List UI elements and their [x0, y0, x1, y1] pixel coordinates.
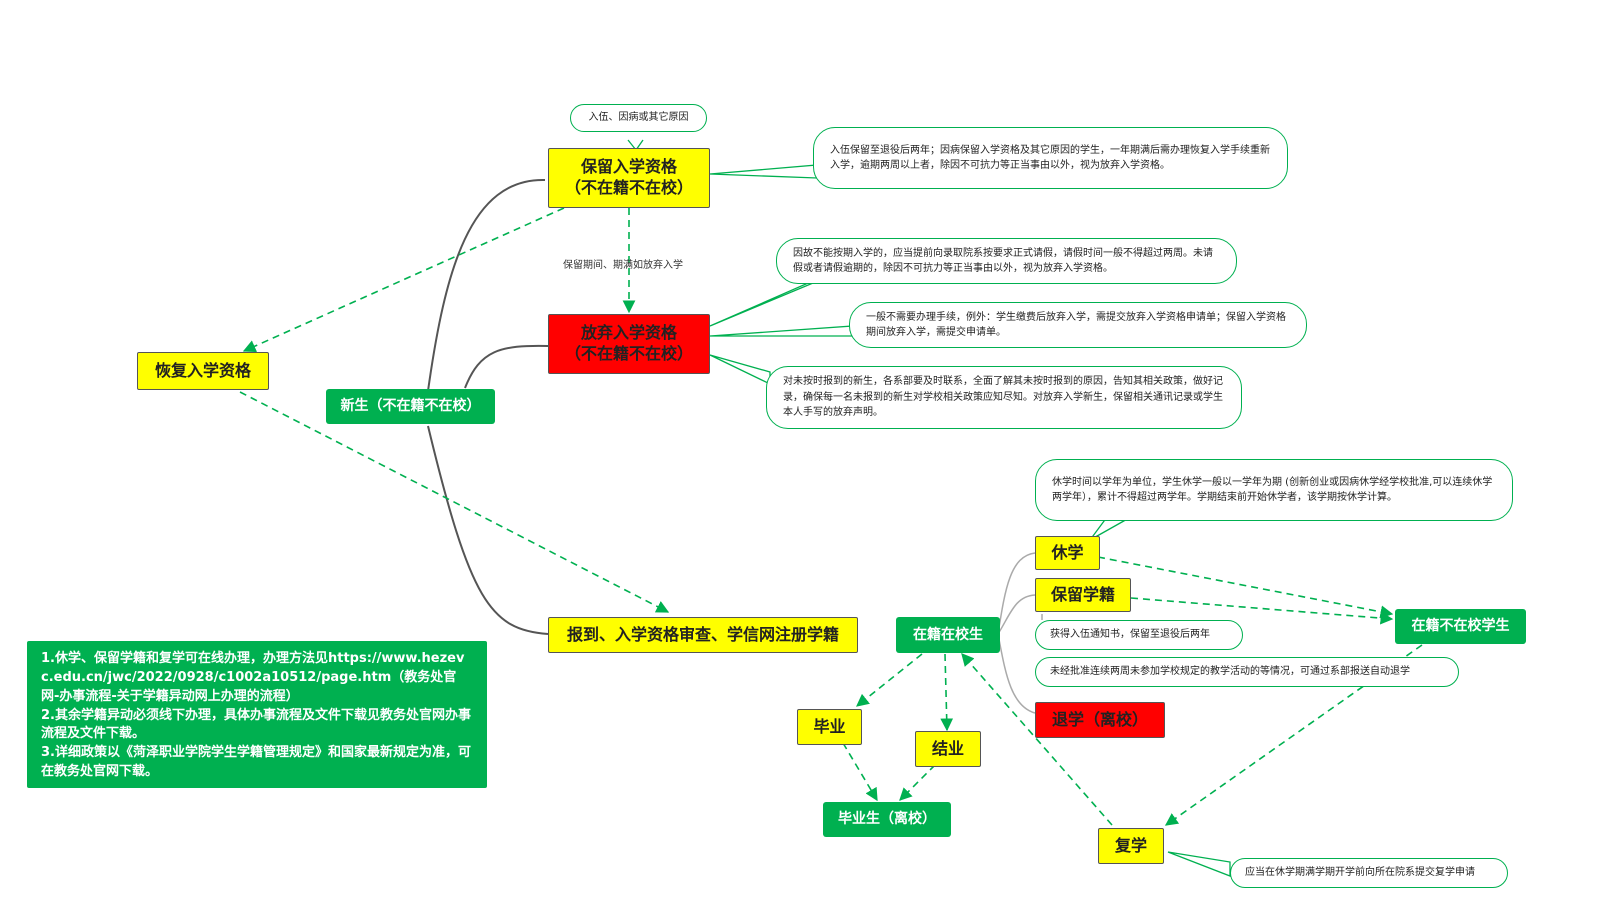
node-freshman[interactable]: 新生（不在籍不在校）	[326, 389, 495, 424]
node-register[interactable]: 报到、入学资格审查、学信网注册学籍	[548, 617, 858, 653]
pointer-no-show	[709, 354, 771, 386]
node-withdraw[interactable]: 退学（离校）	[1035, 702, 1165, 738]
node-keep-status[interactable]: 保留学籍	[1035, 578, 1131, 612]
callout-reserve-rule: 入伍保留至退役后两年；因病保留入学资格及其它原因的学生，一年期满后需办理恢复入学…	[813, 127, 1288, 189]
note-line-2: 2.其余学籍异动必须线下办理，具体办事流程及文件下载见教务处官网办事流程及文件下…	[41, 707, 471, 742]
arrow-enrolled-to-graduate	[856, 653, 923, 707]
branch-to-suspend	[997, 552, 1036, 635]
arrow-complete-to-alumni	[899, 764, 936, 801]
arrow-enrolled-to-complete	[940, 653, 954, 732]
callout-army-notice: 获得入伍通知书，保留至退役后两年	[1035, 620, 1243, 650]
node-graduate[interactable]: 毕业	[797, 709, 862, 745]
branch-to-register	[427, 425, 549, 635]
callout-no-show-rule: 对未按时报到的新生，各系部要及时联系，全面了解其未按时报到的原因，告知其相关政策…	[766, 366, 1242, 429]
node-resume[interactable]: 复学	[1098, 828, 1164, 864]
node-alumni[interactable]: 毕业生（离校）	[823, 802, 951, 837]
callout-leave-rule: 因故不能按期入学的，应当提前向录取院系按要求正式请假，请假时间一般不得超过两周。…	[776, 238, 1237, 284]
arrow-resume-to-enrolled	[961, 653, 1113, 826]
arrow-reserve-to-restore	[242, 207, 565, 353]
label-expire-abandon: 保留期间、期满如放弃入学	[563, 260, 683, 271]
node-abandon-admission[interactable]: 放弃入学资格 （不在籍不在校）	[548, 314, 710, 374]
callout-auto-withdraw: 未经批准连续两周未参加学校规定的教学活动的等情况，可通过系部报送自动退学	[1035, 657, 1459, 687]
node-suspend[interactable]: 休学	[1035, 536, 1100, 570]
node-restore-admission[interactable]: 恢复入学资格	[137, 352, 269, 390]
node-enrolled-student[interactable]: 在籍在校生	[896, 617, 1000, 653]
node-not-at-school[interactable]: 在籍不在校学生	[1395, 609, 1526, 644]
node-reserve-admission[interactable]: 保留入学资格 （不在籍不在校）	[548, 148, 710, 208]
note-line-3: 3.详细政策以《菏泽职业学院学生学籍管理规定》和国家最新规定为准，可在教务处官网…	[41, 745, 471, 780]
callout-suspend-rule: 休学时间以学年为单位，学生休学一般以一学年为期 (创新创业或因病休学经学校批准,…	[1035, 459, 1513, 521]
callout-resume-rule: 应当在休学期满学期开学前向所在院系提交复学申请	[1230, 858, 1508, 888]
node-complete[interactable]: 结业	[915, 731, 981, 767]
callout-abandon-procedure: 一般不需要办理手续，例外：学生缴费后放弃入学，需提交放弃入学资格申请单；保留入学…	[849, 302, 1307, 348]
pointer-leave-rule	[709, 277, 826, 327]
pointer-resume	[1167, 851, 1231, 877]
arrow-graduate-to-alumni	[842, 742, 878, 802]
policy-notes: 1.休学、保留学籍和复学可在线办理，办理方法见https://www.hezev…	[27, 641, 487, 788]
pointer-abandon-proc	[709, 325, 854, 337]
pointer-reserve-rule	[709, 164, 818, 179]
label-army-reason: 入伍、因病或其它原因	[570, 104, 707, 132]
branch-to-reserve	[427, 178, 546, 392]
note-line-1: 1.休学、保留学籍和复学可在线办理，办理方法见https://www.hezev…	[41, 651, 465, 704]
arrow-restore-to-register	[239, 391, 670, 613]
arrow-suspend-to-notatschool	[1097, 556, 1394, 619]
branch-to-keep	[997, 594, 1036, 635]
branch-to-withdraw	[997, 633, 1036, 714]
arrow-keep-to-notatschool	[1130, 597, 1394, 625]
branch-to-abandon	[464, 344, 549, 389]
